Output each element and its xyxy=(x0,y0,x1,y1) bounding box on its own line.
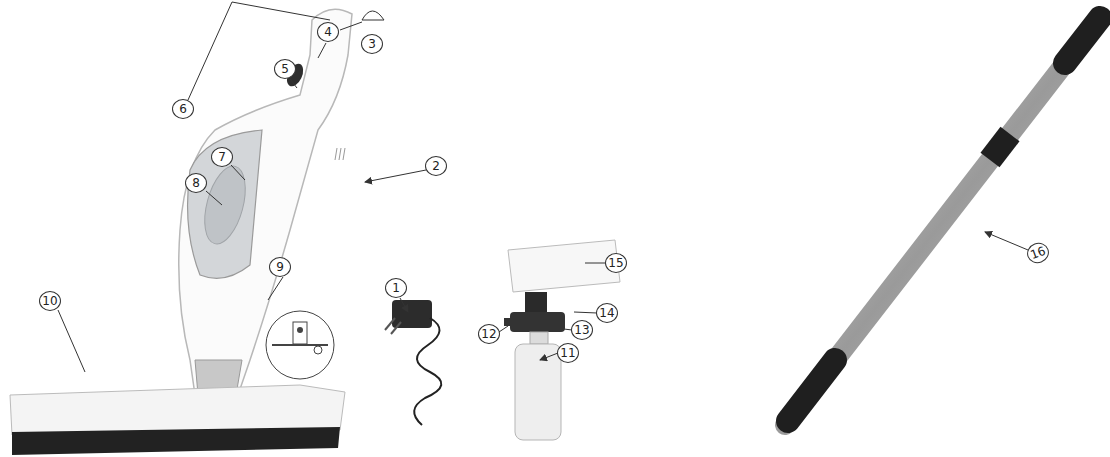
callout-number: 7 xyxy=(211,147,233,167)
leader-arrow xyxy=(985,232,1028,250)
detail-inset xyxy=(266,311,334,379)
cap-symbol xyxy=(362,11,384,20)
leader-line xyxy=(585,263,606,264)
illustration-shape xyxy=(314,346,322,354)
illustration-shape xyxy=(266,311,334,379)
leader-line xyxy=(499,326,508,332)
leader-line xyxy=(290,79,297,88)
leader-line xyxy=(58,310,85,372)
callout-number: 12 xyxy=(478,324,500,344)
illustration-shape xyxy=(990,134,1010,160)
callout-number: 2 xyxy=(425,156,447,176)
illustration-shape xyxy=(339,148,341,160)
charger-adapter xyxy=(385,300,441,425)
illustration-shape xyxy=(515,344,561,440)
callout-number: 14 xyxy=(596,303,618,323)
illustration-shape xyxy=(343,148,345,160)
leader-arrow xyxy=(365,170,426,182)
callout-number: 6 xyxy=(172,99,194,119)
callout-number: 15 xyxy=(605,253,627,273)
leader-line xyxy=(318,43,326,58)
illustration-shape xyxy=(510,312,565,332)
callout-number: 13 xyxy=(571,320,593,340)
leader-line xyxy=(574,312,597,313)
illustration-shape xyxy=(179,9,352,395)
illustration-shape xyxy=(785,18,1100,425)
leader-arrow xyxy=(400,298,408,312)
illustration-shape xyxy=(297,327,303,333)
leader-line xyxy=(206,191,222,205)
illustration-shape xyxy=(508,240,620,292)
callout-number: 11 xyxy=(557,343,579,363)
leader-line xyxy=(340,22,362,30)
illustration-shape xyxy=(12,427,340,455)
leader-line xyxy=(556,328,572,330)
callout-number: 10 xyxy=(39,291,61,311)
callout-number: 16 xyxy=(1024,240,1052,266)
spray-bottle xyxy=(504,240,620,440)
squeegee-head xyxy=(10,385,345,455)
illustration-shape xyxy=(293,322,307,344)
illustration-shape xyxy=(414,318,441,425)
leader-lines xyxy=(58,2,1028,372)
illustration-shape xyxy=(530,332,548,344)
vacuum-body xyxy=(179,9,352,395)
illustration-shape xyxy=(504,318,518,326)
illustration-shape xyxy=(385,318,395,330)
leader-arrow xyxy=(540,353,558,360)
illustration-shape xyxy=(197,162,252,249)
illustration-shape xyxy=(392,300,432,328)
leader-line xyxy=(188,2,330,100)
illustration-shape xyxy=(788,360,835,421)
illustration-shape xyxy=(188,130,262,278)
callout-number: 9 xyxy=(269,257,291,277)
illustration-shape xyxy=(10,385,345,435)
illustration-shape xyxy=(335,148,337,160)
callout-number: 1 xyxy=(385,278,407,298)
extension-pole xyxy=(785,18,1100,425)
callout-number: 3 xyxy=(361,34,383,54)
illustration-shape xyxy=(391,322,401,334)
leader-line xyxy=(231,165,245,180)
callout-number: 4 xyxy=(317,22,339,42)
callout-number: 5 xyxy=(274,59,296,79)
illustration-shape xyxy=(1065,18,1100,63)
leader-line xyxy=(268,277,283,300)
callout-number: 8 xyxy=(185,173,207,193)
